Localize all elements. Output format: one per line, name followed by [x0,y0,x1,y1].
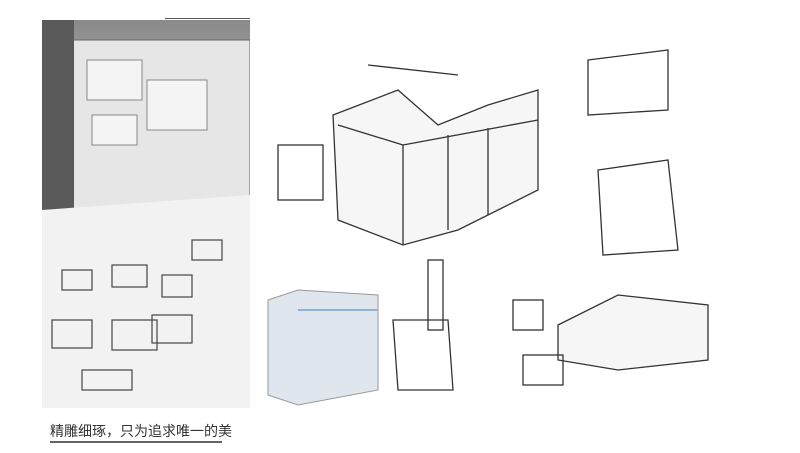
decorative-rule [165,18,250,19]
3d-render [267,289,379,406]
recycling-station-sketch [267,49,709,406]
studio-photo [42,20,250,408]
caption: 精雕细琢，只为追求唯一的美 [50,424,232,440]
caption-underline [50,441,222,443]
product-sketches [258,20,768,410]
whiteboard-sketches-photo [42,20,250,408]
